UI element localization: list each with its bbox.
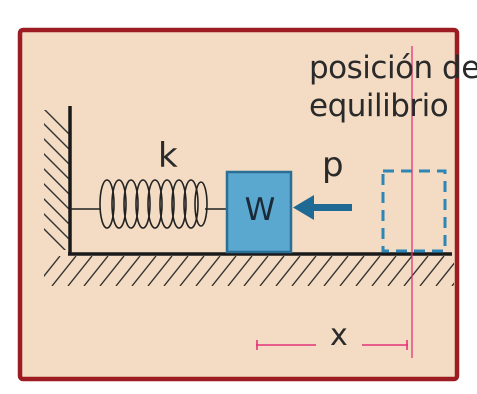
force-label: p bbox=[322, 145, 344, 185]
equilibrium-label-line1: posición de bbox=[309, 50, 477, 86]
displacement-marker bbox=[256, 340, 408, 350]
equilibrium-dashed-box bbox=[381, 169, 447, 253]
block-label: W bbox=[244, 192, 276, 228]
spring bbox=[99, 179, 208, 229]
force-arrow bbox=[293, 195, 352, 220]
wall-hatching bbox=[44, 110, 70, 250]
floor-hatching bbox=[44, 256, 454, 286]
block-w bbox=[225, 170, 293, 254]
displacement-label: x bbox=[330, 318, 348, 353]
equilibrium-label-line2: equilibrio bbox=[309, 88, 449, 124]
spring-constant-label: k bbox=[158, 136, 178, 176]
